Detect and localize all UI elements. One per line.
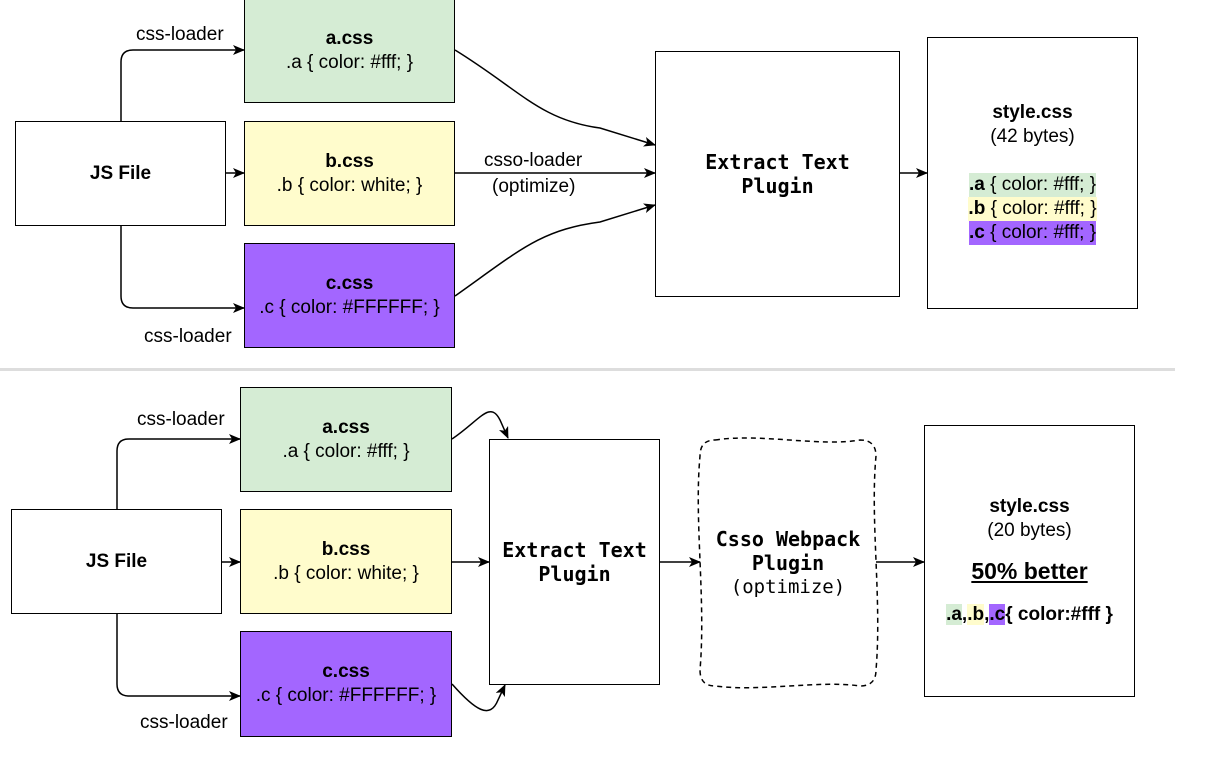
b-css-rule-2: .b { color: white; } xyxy=(273,562,419,584)
c-css-box-2: c.css .c { color: #FFFFFF; } xyxy=(240,631,452,737)
css-loader-label-bottom-2: css-loader xyxy=(140,712,228,734)
arrow-js2-to-c xyxy=(116,614,241,701)
output-size-2: (20 bytes) xyxy=(987,520,1072,541)
output-size: (42 bytes) xyxy=(990,126,1075,147)
output-title-2: style.css xyxy=(989,496,1070,517)
extract-text-plugin-box-2: Extract Text Plugin xyxy=(489,439,660,685)
csso-loader-sub-label: (optimize) xyxy=(492,176,576,198)
csso-webpack-plugin-box: Csso Webpack Plugin (optimize) xyxy=(700,440,876,686)
c-css-title-2: c.css xyxy=(322,661,370,682)
arrow-a-to-extract xyxy=(454,49,656,147)
c-css-rule-2: .c { color: #FFFFFF; } xyxy=(255,685,437,706)
c-css-title: c.css xyxy=(325,272,374,294)
js-file-label: JS File xyxy=(89,162,152,184)
arrow-c-to-extract xyxy=(454,203,656,297)
csso-plugin-line1: Csso Webpack xyxy=(715,527,861,551)
arrow-a2-to-extract xyxy=(451,411,509,440)
arrow-js-to-c xyxy=(120,226,245,313)
extract-plugin-line1: Extract Text xyxy=(705,150,850,174)
output-line-c: .c { color: #fff; } xyxy=(968,221,1097,245)
arrow-js-to-a xyxy=(120,45,245,121)
style-css-output-box: style.css (42 bytes) .a { color: #fff; }… xyxy=(927,37,1138,309)
a-css-rule-2: .a { color: #fff; } xyxy=(282,440,410,462)
css-loader-label-top: css-loader xyxy=(136,24,224,46)
extract-plugin-line2: Plugin xyxy=(741,174,814,198)
a-css-title-2: a.css xyxy=(322,416,370,438)
extract-text-plugin-box: Extract Text Plugin xyxy=(655,51,900,297)
c-css-box: c.css .c { color: #FFFFFF; } xyxy=(244,243,455,348)
b-css-box-2: b.css .b { color: white; } xyxy=(240,509,452,614)
a-css-rule: .a { color: #fff; } xyxy=(285,51,414,73)
output-combined-rule: .a,.b,.c{ color:#fff } xyxy=(946,604,1113,625)
css-loader-label-bottom: css-loader xyxy=(144,326,232,348)
csso-plugin-line2: Plugin xyxy=(751,551,825,575)
style-css-output-box-2: style.css (20 bytes) 50% better .a,.b,.c… xyxy=(924,425,1135,697)
arrow-js2-to-a xyxy=(116,434,241,509)
extract-plugin-line2-2: Plugin xyxy=(538,562,611,586)
output-line-b: .b { color: #fff; } xyxy=(968,197,1097,221)
csso-loader-label: csso-loader xyxy=(484,150,583,172)
c-css-rule: .c { color: #FFFFFF; } xyxy=(259,296,440,318)
b-css-box: b.css .b { color: white; } xyxy=(244,121,455,226)
js-file-box-2: JS File xyxy=(11,509,222,614)
output-title: style.css xyxy=(992,102,1073,123)
js-file-box: JS File xyxy=(15,121,226,226)
b-css-rule: .b { color: white; } xyxy=(276,174,423,196)
b-css-title-2: b.css xyxy=(321,538,371,560)
output-headline: 50% better xyxy=(971,558,1088,584)
output-line-a: .a { color: #fff; } xyxy=(968,173,1097,197)
extract-plugin-line1-2: Extract Text xyxy=(502,538,647,562)
csso-plugin-line3: (optimize) xyxy=(730,576,846,598)
arrow-c2-to-extract xyxy=(451,683,506,712)
a-css-title: a.css xyxy=(325,27,374,49)
a-css-box: a.css .a { color: #fff; } xyxy=(244,0,455,103)
js-file-label-2: JS File xyxy=(85,550,148,572)
a-css-box-2: a.css .a { color: #fff; } xyxy=(240,387,452,492)
b-css-title: b.css xyxy=(325,150,374,172)
css-loader-label-top-2: css-loader xyxy=(137,409,225,431)
section-divider xyxy=(0,368,1175,371)
